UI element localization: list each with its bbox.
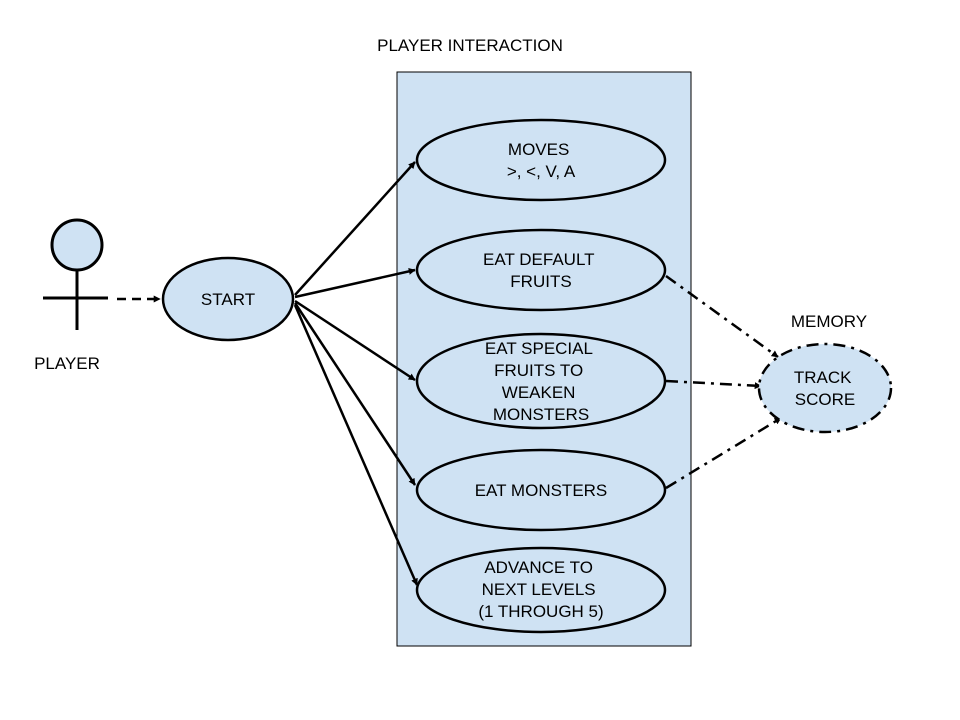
arrow-start-to-advance bbox=[293, 304, 419, 586]
use-case-eat-monsters[interactable] bbox=[415, 448, 667, 532]
link-eat-default-to-track-score bbox=[665, 274, 779, 359]
track-score-node[interactable] bbox=[757, 342, 893, 434]
use-case-moves[interactable] bbox=[415, 118, 667, 202]
start-node[interactable] bbox=[161, 256, 295, 342]
arrow-start-to-eat-monsters bbox=[293, 302, 417, 486]
arrow-start-to-eat-default bbox=[294, 267, 416, 299]
memory-label: MEMORY bbox=[791, 312, 867, 331]
actor-label: PLAYER bbox=[34, 354, 100, 373]
boundary-title: PLAYER INTERACTION bbox=[377, 36, 563, 55]
use-case-eat-default-fruits-label: EAT DEFAULT FRUITS bbox=[483, 250, 599, 291]
track-score-label: TRACK SCORE bbox=[794, 368, 856, 409]
arrow-start-to-moves bbox=[294, 161, 416, 296]
use-case-moves-label: MOVES >, <, V, A bbox=[507, 140, 576, 181]
use-case-advance-levels[interactable] bbox=[415, 546, 667, 634]
use-case-advance-levels-label: ADVANCE TO NEXT LEVELS (1 THROUGH 5) bbox=[478, 558, 603, 621]
use-case-eat-default-fruits[interactable] bbox=[415, 228, 667, 312]
link-eat-special-to-track-score bbox=[665, 379, 762, 390]
link-eat-monsters-to-track-score bbox=[665, 416, 782, 490]
use-case-eat-special-fruits[interactable] bbox=[415, 332, 667, 430]
player-actor-icon bbox=[43, 218, 108, 330]
start-label: START bbox=[201, 290, 255, 309]
arrow-start-to-eat-special bbox=[294, 299, 416, 382]
use-case-eat-special-fruits-label: EAT SPECIAL FRUITS TO WEAKEN MONSTERS bbox=[485, 339, 597, 424]
use-case-eat-monsters-label: EAT MONSTERS bbox=[475, 481, 608, 500]
